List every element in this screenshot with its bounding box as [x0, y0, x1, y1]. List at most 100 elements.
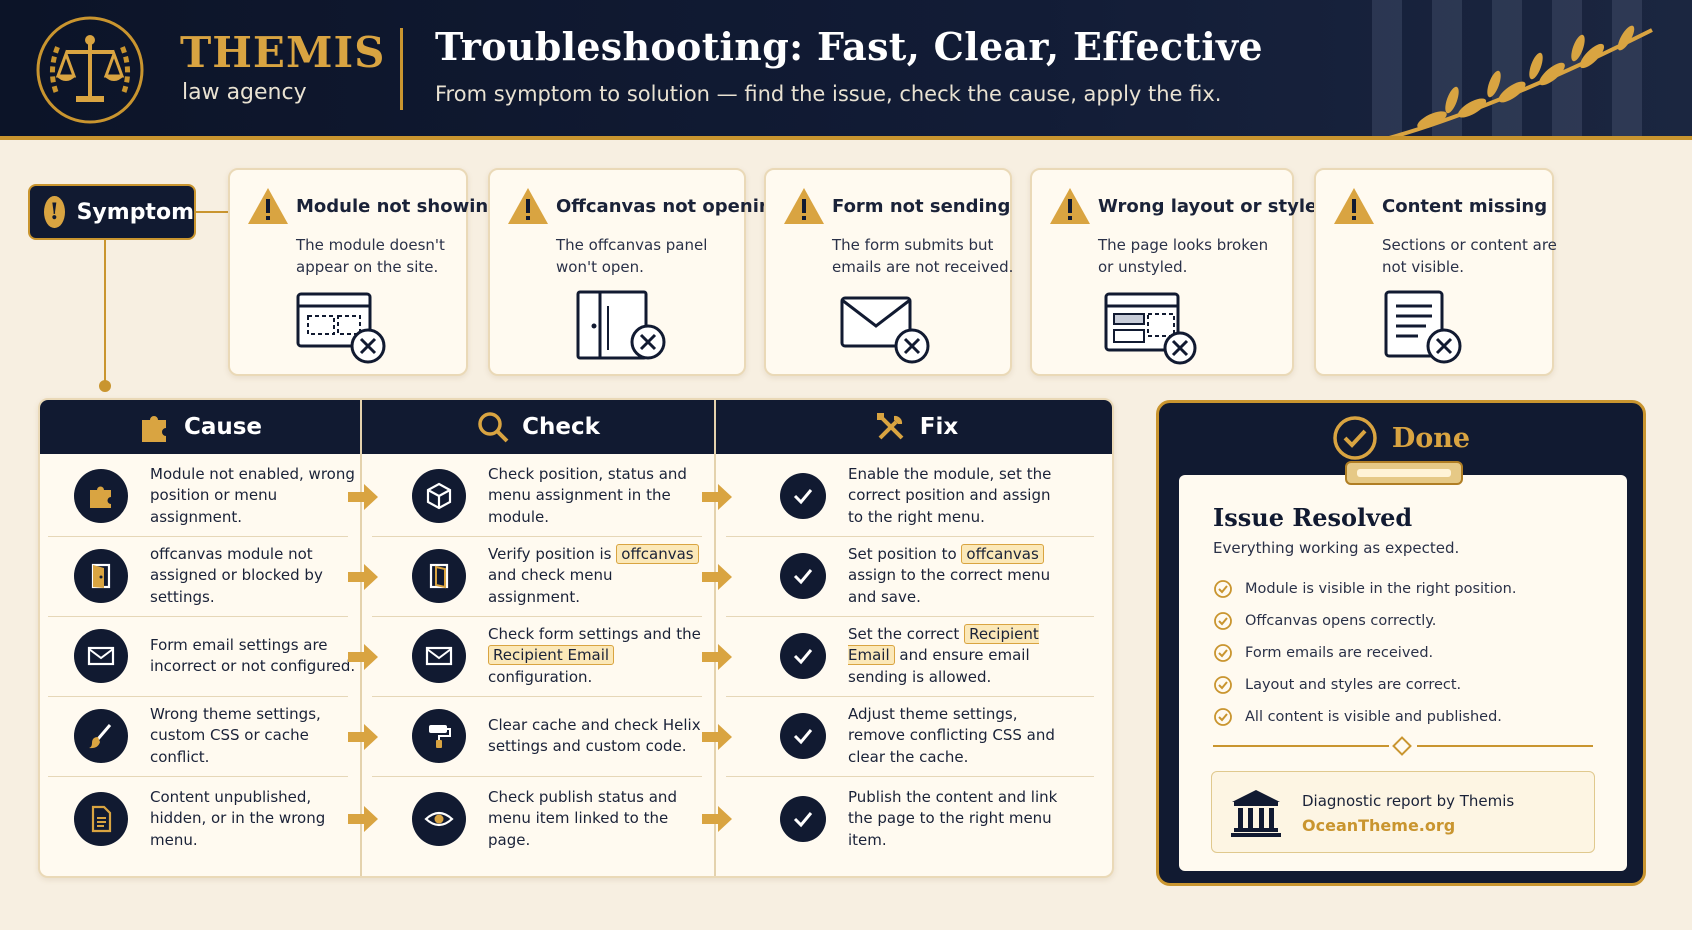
fix-text: Set position to offcanvas assign to the …	[848, 543, 1058, 609]
check-text-part: and check menu assignment.	[488, 566, 613, 606]
fix-text: Publish the content and link the page to…	[848, 787, 1058, 849]
checkmark-icon	[780, 553, 826, 599]
header-fix-label: Fix	[919, 414, 959, 440]
column-separator	[360, 400, 362, 876]
row-divider	[48, 536, 348, 537]
table-row-2-check: Verify position is offcanvas and check m…	[412, 536, 708, 616]
symptom-description: The module doesn't appear on the site.	[296, 236, 445, 276]
door-icon	[74, 549, 128, 603]
arrow-right-icon	[702, 724, 732, 750]
row-divider	[726, 696, 1094, 697]
checkmark-icon	[780, 633, 826, 679]
page-subtitle: From symptom to solution — find the issu…	[435, 82, 1222, 106]
checklist-text: All content is visible and published.	[1245, 709, 1502, 725]
table-row-4-check: Clear cache and check Helix settings and…	[412, 696, 708, 776]
arrow-right-icon	[348, 806, 378, 832]
fix-text-part: Set the correct	[848, 624, 965, 643]
highlight-offcanvas: offcanvas	[616, 543, 699, 564]
cause-text: Wrong theme settings, custom CSS or cach…	[150, 704, 321, 766]
warning-icon	[1334, 188, 1374, 224]
table-row-3-fix: Set the correct Recipient Email and ensu…	[780, 616, 1072, 696]
list-item: Layout and styles are correct.	[1213, 669, 1516, 701]
fix-text: Adjust theme settings, remove conflictin…	[848, 704, 1055, 766]
scales-logo-icon	[36, 16, 144, 124]
symptom-description: Sections or content are not visible.	[1382, 236, 1557, 276]
arrow-right-icon	[348, 564, 378, 590]
header-banner: THEMIS law agency Troubleshooting: Fast,…	[0, 0, 1692, 140]
done-label: Done	[1391, 422, 1471, 454]
courthouse-icon	[1231, 790, 1281, 837]
done-panel: Done Issue Resolved Everything working a…	[1156, 400, 1646, 886]
highlight-recipient-email: Recipient Email	[488, 645, 615, 666]
brand-name: THEMIS	[180, 28, 386, 77]
issue-resolved-title: Issue Resolved	[1213, 503, 1413, 532]
highlight-offcanvas: offcanvas	[961, 543, 1044, 564]
check-text: Check publish status and menu item linke…	[488, 787, 677, 849]
list-item: All content is visible and published.	[1213, 701, 1516, 733]
table-row-5-fix: Publish the content and link the page to…	[780, 776, 1058, 862]
puzzle-icon	[74, 469, 128, 523]
door-panel-icon	[576, 290, 666, 360]
page-title: Troubleshooting: Fast, Clear, Effective	[435, 24, 1263, 69]
symptom-card-module: Module not showing The module doesn't ap…	[228, 168, 501, 376]
envelope-icon	[412, 629, 466, 683]
symptom-card-content: Content missing Sections or content are …	[1314, 168, 1557, 376]
table-row-1-fix: Enable the module, set the correct posit…	[780, 456, 1058, 536]
check-text-part: Check form settings and the	[488, 624, 701, 643]
header-check-label: Check	[522, 414, 600, 440]
check-circle-icon	[1214, 580, 1232, 598]
checkmark-icon	[780, 473, 826, 519]
warning-icon	[248, 188, 288, 224]
header-check: Check	[362, 400, 714, 454]
checkmark-icon	[780, 796, 826, 842]
arrow-right-icon	[348, 484, 378, 510]
checklist-text: Form emails are received.	[1245, 645, 1434, 661]
cause-text: Content unpublished, hidden, or in the w…	[150, 787, 326, 849]
arrow-right-icon	[348, 724, 378, 750]
arrow-right-icon	[702, 644, 732, 670]
cause-text: Module not enabled, wrong position or me…	[150, 464, 355, 526]
clipboard-clip	[1345, 461, 1463, 485]
fix-text-part: assign to the correct menu and save.	[848, 566, 1051, 606]
checklist-text: Offcanvas opens correctly.	[1245, 613, 1437, 629]
check-text: Check position, status and menu assignme…	[488, 464, 687, 526]
row-divider	[726, 776, 1094, 777]
done-header: Done	[1159, 413, 1643, 463]
connector-line	[196, 211, 228, 213]
list-item: Offcanvas opens correctly.	[1213, 605, 1516, 637]
checklist-text: Layout and styles are correct.	[1245, 677, 1462, 693]
table-row-3-cause: Form email settings are incorrect or not…	[74, 616, 370, 696]
report-caption: Diagnostic report by Themis	[1302, 792, 1515, 810]
header-cause: Cause	[40, 400, 360, 454]
connector-dot	[99, 380, 111, 392]
symptom-title: Wrong layout or style	[1098, 196, 1318, 217]
table-row-4-cause: Wrong theme settings, custom CSS or cach…	[74, 696, 370, 776]
diamond-ornament-icon	[1392, 736, 1412, 756]
report-link[interactable]: OceanTheme.org	[1302, 816, 1456, 835]
laurel-branch-icon	[1388, 25, 1653, 136]
resolved-checklist: Module is visible in the right position.…	[1213, 573, 1516, 733]
row-divider	[726, 536, 1094, 537]
magnifier-icon	[478, 412, 509, 443]
puzzle-icon	[141, 416, 166, 442]
check-text-part: configuration.	[488, 667, 593, 686]
paint-roller-icon	[412, 709, 466, 763]
eye-icon	[412, 792, 466, 846]
check-circle-icon	[1214, 644, 1232, 662]
row-divider	[372, 776, 702, 777]
header-fix: Fix	[716, 400, 1112, 454]
symptom-title: Module not showing	[296, 196, 502, 217]
row-divider	[48, 696, 348, 697]
cause-check-fix-table: Cause Check Fix Module not enabled, wron…	[38, 398, 1114, 878]
checklist-text: Module is visible in the right position.	[1245, 581, 1517, 597]
list-item: Module is visible in the right position.	[1213, 573, 1516, 605]
check-text: Check form settings and the Recipient Em…	[488, 624, 708, 689]
check-circle-icon	[1214, 676, 1232, 694]
connector-line	[104, 240, 106, 384]
header-cause-label: Cause	[183, 414, 263, 440]
check-text: Verify position is offcanvas and check m…	[488, 543, 708, 609]
fix-text-part: and ensure email sending is allowed.	[848, 646, 1030, 686]
row-divider	[372, 696, 702, 697]
check-circle-icon	[1214, 708, 1232, 726]
warning-icon	[508, 188, 548, 224]
